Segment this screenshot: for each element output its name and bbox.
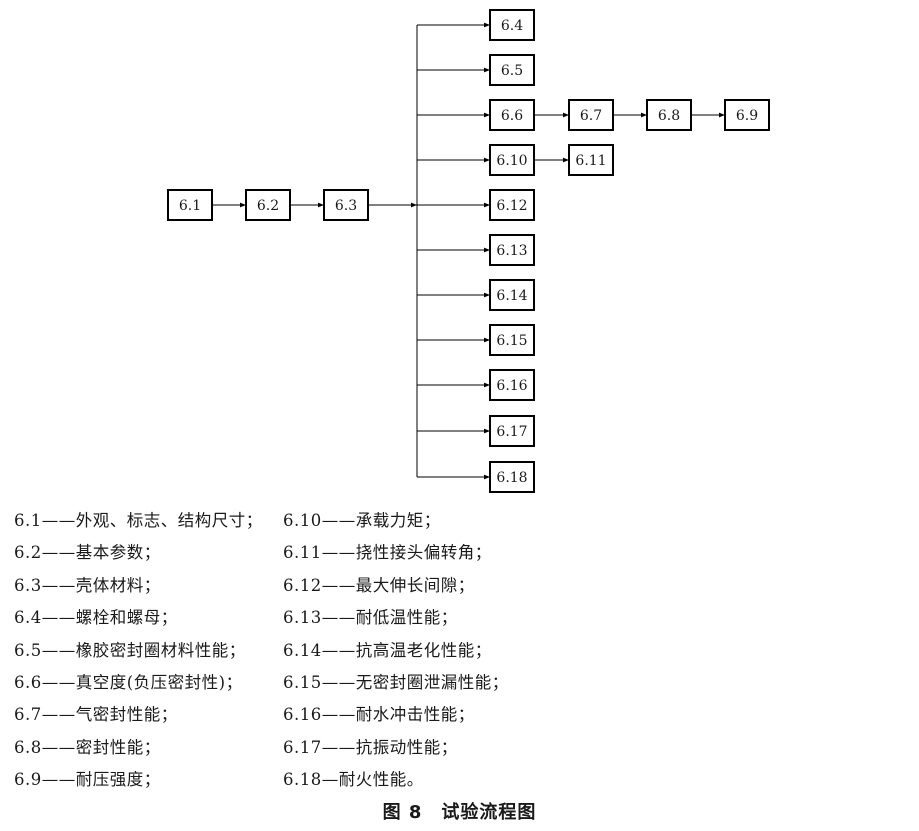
node-box (568, 99, 614, 131)
legend-item: 6.5——橡胶密封圈材料性能； (14, 640, 246, 660)
legend-item: 6.14——抗高温老化性能； (283, 640, 492, 660)
node-label: 6.18 (496, 470, 527, 486)
node-box (724, 99, 770, 131)
node-617: 6.17 (489, 415, 535, 447)
node-box (323, 189, 369, 221)
node-63: 6.3 (323, 189, 369, 221)
node-label: 6.17 (496, 424, 527, 440)
node-box (568, 144, 614, 176)
node-label: 6.2 (257, 198, 279, 214)
node-62: 6.2 (245, 189, 291, 221)
node-box (245, 189, 291, 221)
node-label: 6.11 (575, 153, 606, 169)
node-box (489, 99, 535, 131)
node-box (489, 279, 535, 311)
node-box (489, 54, 535, 86)
node-label: 6.15 (496, 333, 527, 349)
node-box (489, 9, 535, 41)
node-69: 6.9 (724, 99, 770, 131)
flowchart: 6.1 6.2 6.3 6.4 6.5 6.6 6.7 6.8 6.9 6.10 6.11 6.12 6… (167, 9, 770, 493)
node-label: 6.9 (736, 108, 758, 124)
node-610: 6.10 (489, 144, 535, 176)
node-label: 6.13 (496, 243, 527, 259)
legend-item: 6.2——基本参数； (14, 543, 161, 563)
legend-item: 6.7——气密封性能； (14, 705, 178, 725)
node-box (646, 99, 692, 131)
node-label: 6.3 (335, 198, 357, 214)
node-65: 6.5 (489, 54, 535, 86)
node-618: 6.18 (489, 461, 535, 493)
node-613: 6.13 (489, 234, 535, 266)
legend-item: 6.3——壳体材料； (14, 575, 161, 595)
node-box (489, 369, 535, 401)
legend-item: 6.13——耐低温性能； (283, 608, 458, 628)
node-label: 6.16 (496, 378, 527, 394)
legend-item: 6.16——耐水冲击性能； (283, 705, 475, 725)
legend-right-column: 6.10——承载力矩； 6.11——挠性接头偏转角； 6.12——最大伸长间隙； 6.… (283, 505, 509, 797)
node-box (489, 189, 535, 221)
node-box (489, 144, 535, 176)
node-68: 6.8 (646, 99, 692, 131)
node-64: 6.4 (489, 9, 535, 41)
legend-item: 6.11——挠性接头偏转角； (283, 543, 492, 563)
legend-item: 6.18—耐火性能。 (283, 770, 424, 790)
legend-item: 6.15——无密封圈泄漏性能； (283, 672, 509, 692)
node-label: 6.7 (580, 108, 602, 124)
node-label: 6.10 (496, 153, 527, 169)
node-label: 6.6 (501, 108, 523, 124)
node-61: 6.1 (167, 189, 213, 221)
node-label: 6.1 (179, 198, 201, 214)
node-label: 6.8 (658, 108, 680, 124)
node-box (489, 461, 535, 493)
node-box (489, 415, 535, 447)
node-label: 6.4 (501, 18, 523, 34)
node-616: 6.16 (489, 369, 535, 401)
node-614: 6.14 (489, 279, 535, 311)
legend-item: 6.4——螺栓和螺母； (14, 608, 178, 628)
node-box (489, 324, 535, 356)
node-67: 6.7 (568, 99, 614, 131)
node-label: 6.12 (496, 198, 527, 214)
node-615: 6.15 (489, 324, 535, 356)
legend-item: 6.10——承载力矩； (283, 511, 441, 530)
legend-item: 6.17——抗振动性能； (283, 737, 458, 757)
node-612: 6.12 (489, 189, 535, 221)
figure-caption: 图 8 试验流程图 (382, 802, 537, 823)
node-label: 6.5 (501, 63, 523, 79)
node-label: 6.14 (496, 288, 527, 304)
node-66: 6.6 (489, 99, 535, 131)
legend-item: 6.9——耐压强度； (14, 770, 161, 790)
legend-left-column: 6.1——外观、标志、结构尺寸； 6.2——基本参数； 6.3——壳体材料； 6.4—… (14, 505, 263, 797)
legend-item: 6.6——真空度(负压密封性)； (14, 672, 243, 692)
legend-item: 6.12——最大伸长间隙； (283, 575, 475, 595)
legend-item: 6.1——外观、标志、结构尺寸； (14, 511, 263, 530)
node-box (167, 189, 213, 221)
node-box (489, 234, 535, 266)
legend-item: 6.8——密封性能； (14, 737, 161, 757)
node-611: 6.11 (568, 144, 614, 176)
